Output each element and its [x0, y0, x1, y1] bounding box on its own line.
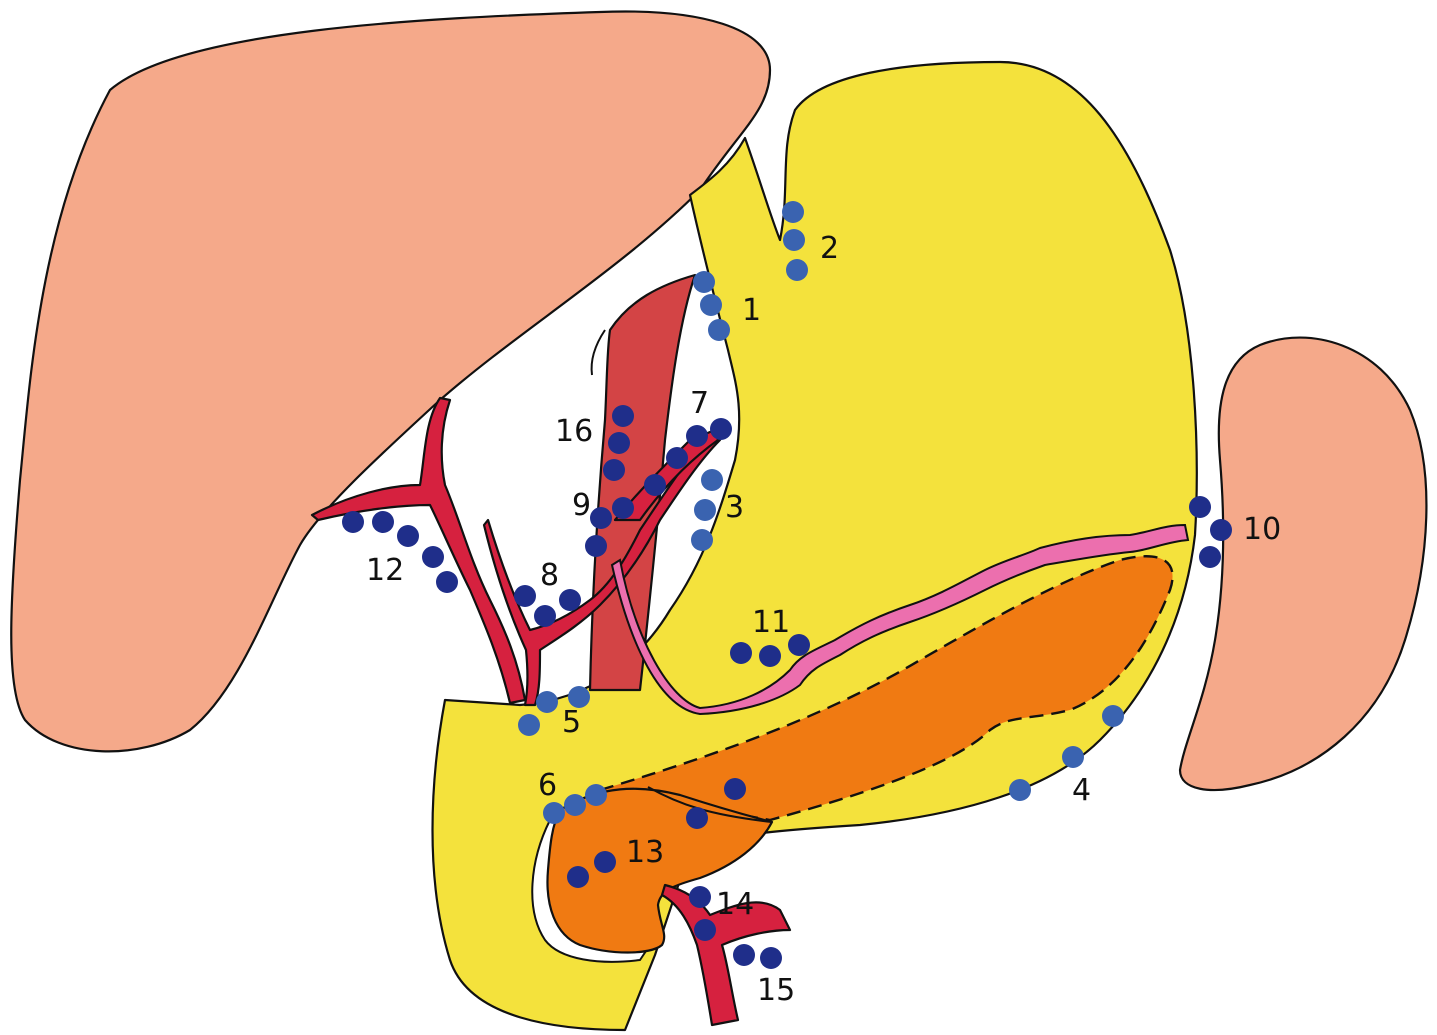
lymph-node-4-1 [1009, 779, 1031, 801]
lymph-node-7-1 [686, 425, 708, 447]
lymph-node-16-3 [603, 459, 625, 481]
station-label-4: 4 [1072, 773, 1091, 808]
lymph-node-13-3 [686, 807, 708, 829]
lymph-node-12-5 [436, 571, 458, 593]
lymph-node-9-2 [612, 497, 634, 519]
lymph-node-13-4 [724, 778, 746, 800]
lymph-node-12-3 [397, 525, 419, 547]
lymph-node-7-3 [666, 447, 688, 469]
lymph-node-3-2 [694, 499, 716, 521]
lymph-node-3-3 [691, 529, 713, 551]
lymph-node-3-1 [701, 469, 723, 491]
station-label-12: 12 [366, 553, 404, 588]
lymph-node-4-3 [1102, 705, 1124, 727]
station-label-16: 16 [555, 414, 593, 449]
station-label-7: 7 [690, 386, 709, 421]
lymph-node-8-1 [514, 585, 536, 607]
lymph-node-11-2 [759, 645, 781, 667]
lymph-node-11-1 [730, 642, 752, 664]
station-label-15: 15 [757, 973, 795, 1008]
lymph-node-7-2 [710, 418, 732, 440]
lymph-node-13-2 [594, 851, 616, 873]
lymph-node-6-3 [585, 784, 607, 806]
lymph-node-7-4 [644, 474, 666, 496]
station-label-14: 14 [716, 887, 754, 922]
lymph-node-1-1 [693, 271, 715, 293]
lymph-node-15-1 [733, 944, 755, 966]
lymph-node-12-1 [342, 511, 364, 533]
station-label-6: 6 [538, 768, 557, 803]
aorta-edge [592, 330, 605, 375]
lymph-node-14-2 [694, 919, 716, 941]
lymph-node-2-1 [782, 201, 804, 223]
lymph-node-10-1 [1189, 496, 1211, 518]
station-label-13: 13 [626, 835, 664, 870]
lymph-node-11-3 [788, 634, 810, 656]
lymph-node-6-2 [564, 794, 586, 816]
lymph-node-8-3 [559, 589, 581, 611]
lymph-node-1-2 [700, 294, 722, 316]
lymph-node-6-1 [543, 802, 565, 824]
lymph-node-4-2 [1062, 746, 1084, 768]
station-label-2: 2 [820, 231, 839, 266]
lymph-node-15-2 [760, 947, 782, 969]
lymph-node-12-4 [422, 546, 444, 568]
lymph-node-1-3 [708, 319, 730, 341]
station-label-10: 10 [1243, 512, 1281, 547]
station-label-1: 1 [742, 293, 761, 328]
lymph-node-9-1 [590, 507, 612, 529]
station-label-8: 8 [540, 558, 559, 593]
lymph-node-2-2 [783, 229, 805, 251]
lymph-node-13-1 [567, 866, 589, 888]
lymph-node-16-1 [612, 405, 634, 427]
station-label-11: 11 [752, 605, 790, 640]
lymph-node-16-2 [608, 432, 630, 454]
station-label-3: 3 [725, 490, 744, 525]
lymph-node-5-1 [536, 691, 558, 713]
station-label-5: 5 [562, 705, 581, 740]
lymph-node-14-1 [689, 886, 711, 908]
lymph-node-2-3 [786, 259, 808, 281]
lymph-node-12-2 [372, 511, 394, 533]
lymph-node-8-2 [534, 605, 556, 627]
lymph-node-9-3 [585, 535, 607, 557]
lymph-node-10-3 [1199, 546, 1221, 568]
station-label-9: 9 [572, 488, 591, 523]
lymph-node-5-3 [518, 714, 540, 736]
lymph-node-10-2 [1210, 519, 1232, 541]
